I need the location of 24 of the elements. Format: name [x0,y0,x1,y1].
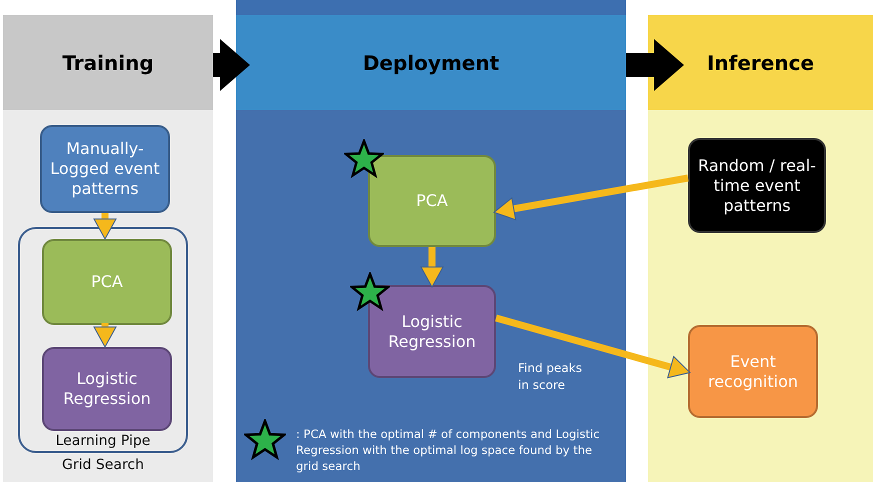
column-heading: Inference [706,50,814,74]
column-panel [648,15,873,482]
group-caption: Grid Search [61,457,145,473]
input-box: Random / real-time event patterns [688,138,826,233]
column-panel [3,15,213,482]
arrow [420,247,444,288]
process-box: PCA [42,239,172,325]
arrow [494,174,689,220]
arrow [94,323,116,348]
column-heading: Deployment [362,50,500,74]
column-panel [236,0,626,482]
pipeline-outline [18,227,188,453]
column-heading: Training [62,50,154,74]
arrow [94,213,116,240]
process-box: Logistic Regression [368,285,496,378]
output-box: Event recognition [688,325,818,418]
process-box: Logistic Regression [42,347,172,431]
process-box: PCA [368,155,496,247]
block-arrow [626,39,684,91]
arrow [495,314,690,378]
group-label: Learning Pipe [54,433,152,449]
legend-text: : PCA with the optimal # of components and Logistic Regression with the optimal log space found by the grid search [296,426,601,474]
block-arrow [213,39,250,91]
process-box: Manually-Logged event patterns [40,125,170,213]
